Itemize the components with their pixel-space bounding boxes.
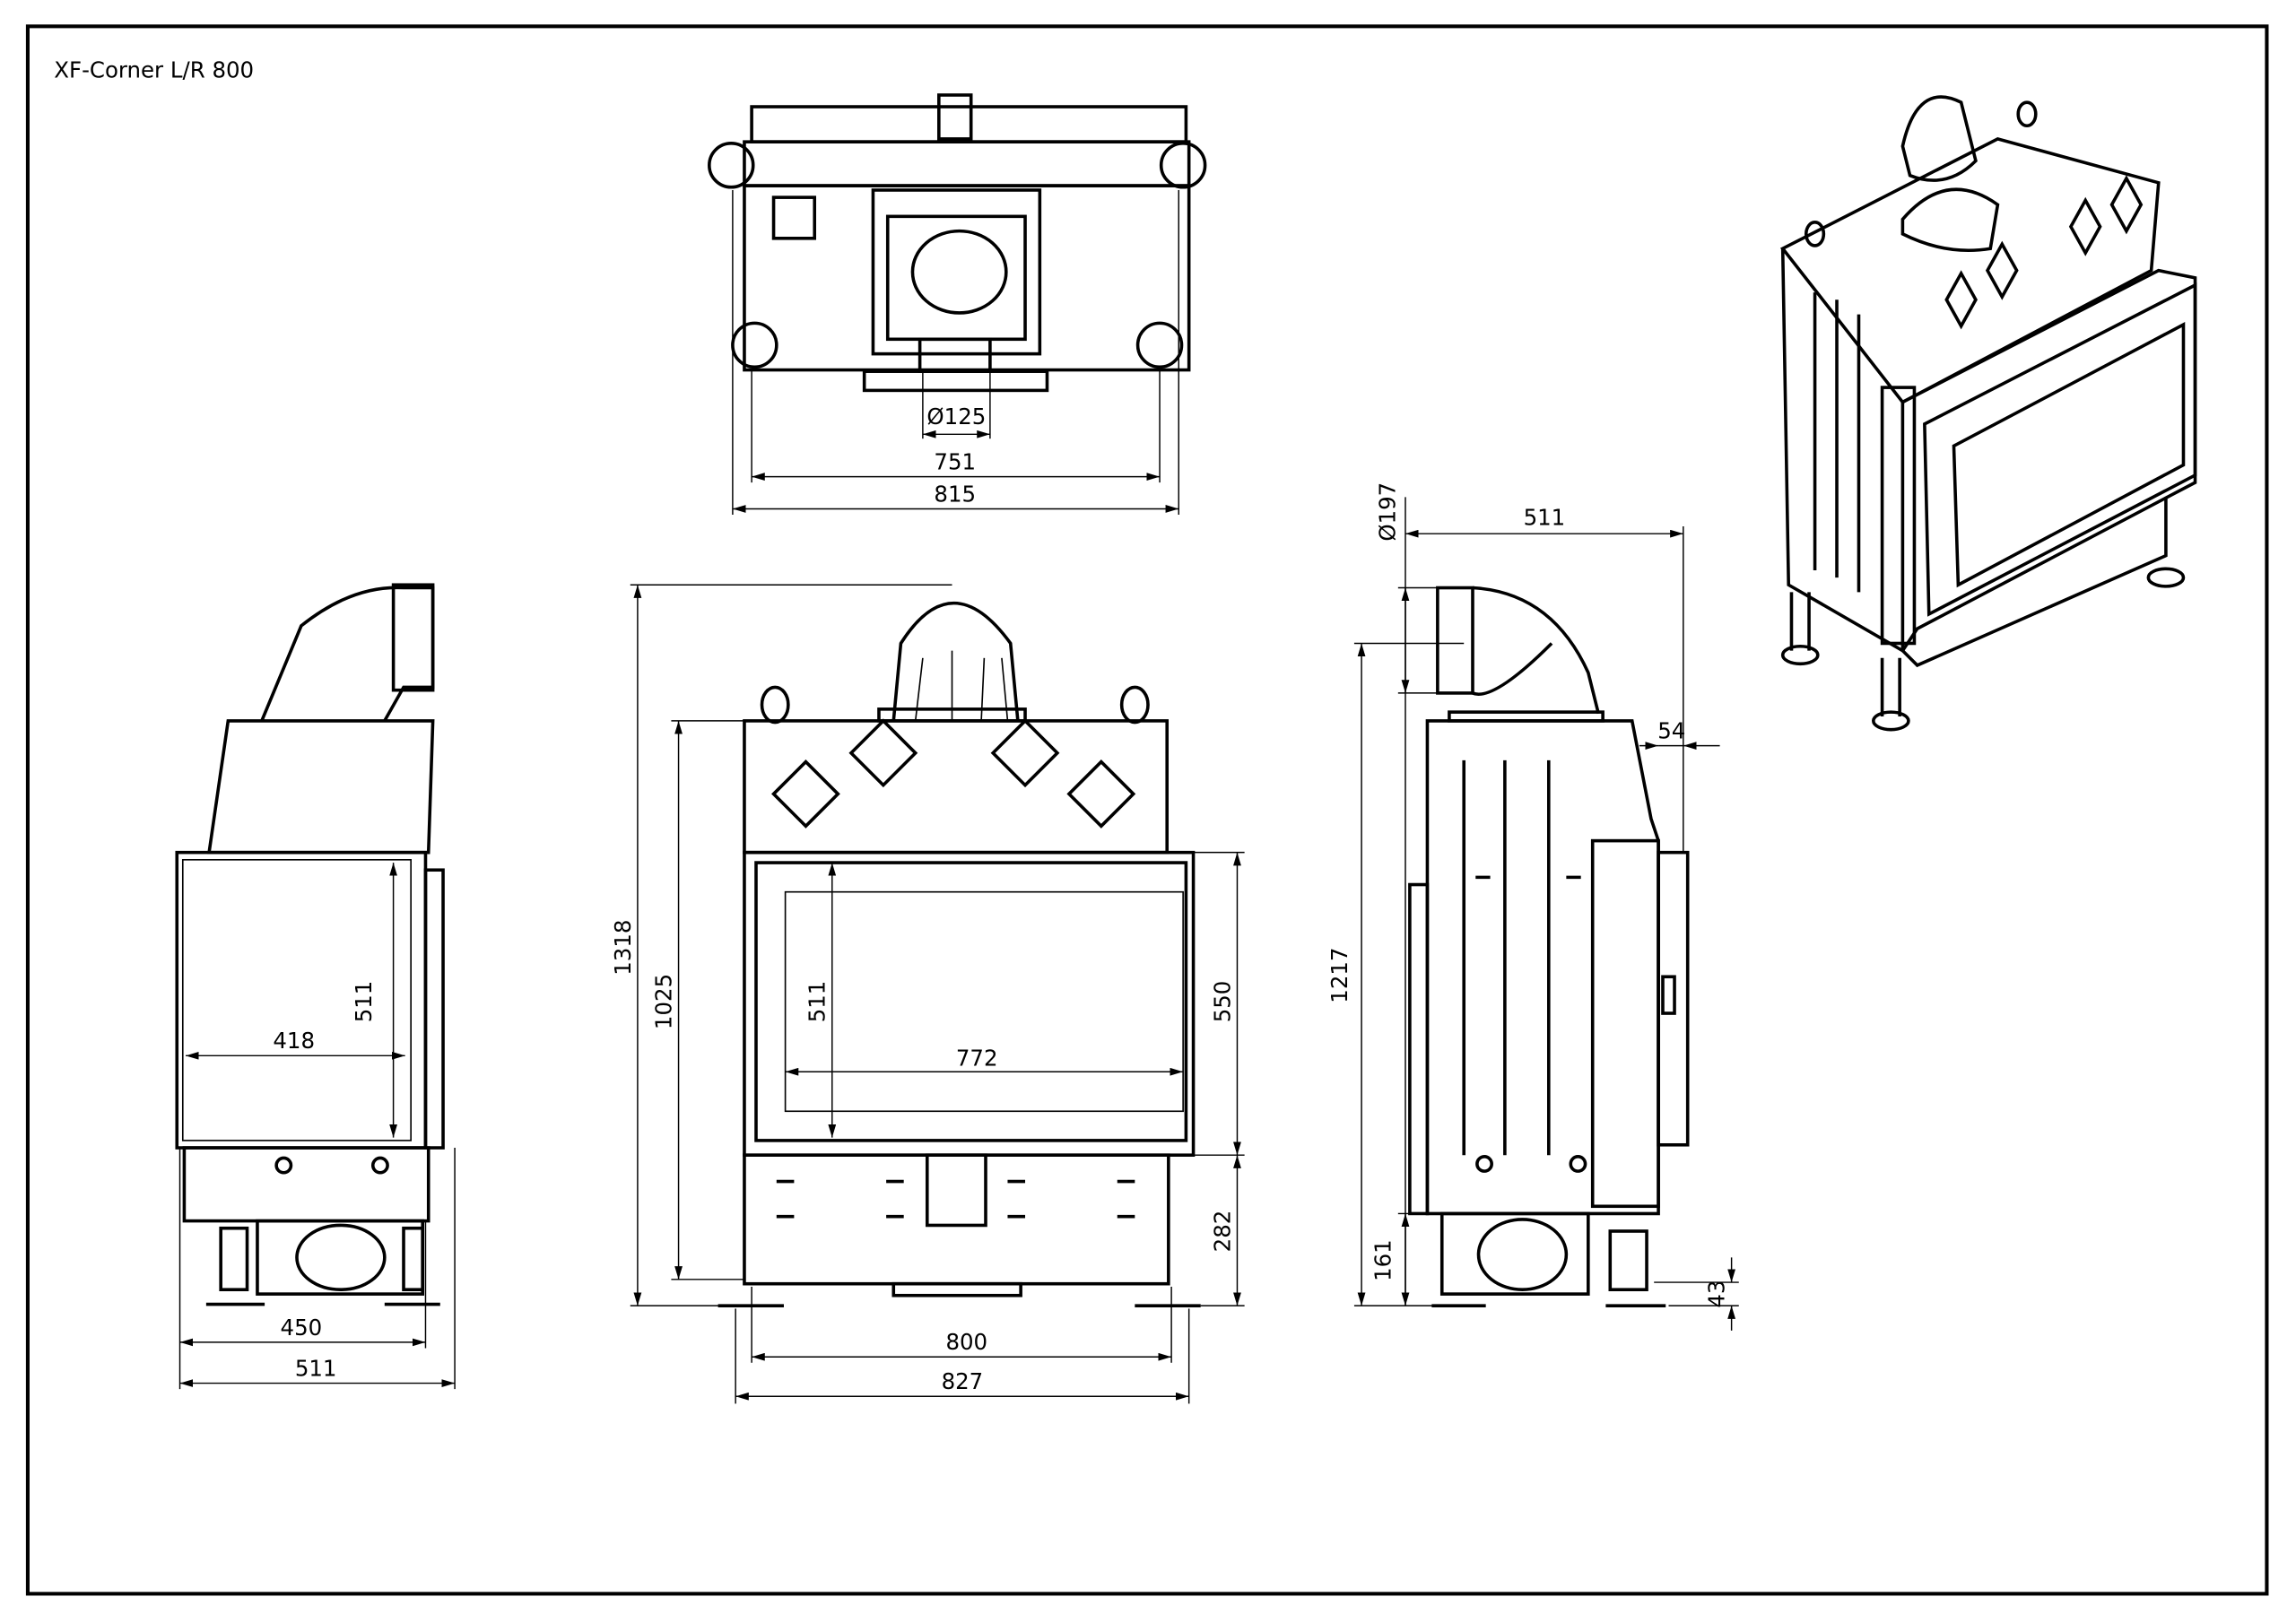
dim-left-width-bottom: 450 bbox=[281, 1315, 323, 1341]
dim-right-flue-diameter: Ø197 bbox=[1375, 482, 1401, 542]
top-view: Ø125 751 815 bbox=[708, 93, 1207, 515]
dim-top-flue-diameter: Ø125 bbox=[926, 404, 986, 430]
dim-front-body-height: 1025 bbox=[650, 974, 676, 1029]
dim-left-width-total: 511 bbox=[295, 1355, 337, 1381]
dim-right-total-height: 1217 bbox=[1326, 948, 1352, 1003]
drawing-frame bbox=[25, 24, 2269, 1596]
drawing-title: XF-Corner L/R 800 bbox=[54, 56, 254, 82]
dim-front-inner-width: 800 bbox=[945, 1329, 987, 1355]
dim-left-glass-height: 511 bbox=[351, 981, 377, 1023]
front-view: 1318 1025 511 772 550 282 800 827 bbox=[610, 584, 1245, 1404]
dim-top-inner-width: 751 bbox=[934, 448, 976, 474]
dim-front-door-height: 550 bbox=[1209, 981, 1235, 1023]
isometric-view bbox=[1779, 95, 2197, 732]
air-vent-diamonds bbox=[771, 718, 1136, 829]
dim-right-base-height: 161 bbox=[1370, 1239, 1396, 1281]
dim-front-outer-width: 827 bbox=[942, 1368, 984, 1394]
dim-front-base-height: 282 bbox=[1209, 1211, 1235, 1253]
dim-right-depth: 511 bbox=[1524, 504, 1566, 530]
dim-front-total-height: 1318 bbox=[610, 920, 636, 976]
dim-left-glass-width: 418 bbox=[273, 1028, 315, 1054]
dim-right-foot-height: 43 bbox=[1703, 1280, 1729, 1308]
left-side-view: 450 511 418 511 bbox=[175, 583, 456, 1390]
right-side-view: Ø197 511 1217 54 161 43 bbox=[1326, 482, 1739, 1331]
dim-top-outer-width: 815 bbox=[934, 481, 976, 507]
dim-front-glass-width: 772 bbox=[956, 1046, 998, 1072]
dim-right-door-offset: 54 bbox=[1657, 717, 1685, 743]
dim-front-glass-height: 511 bbox=[804, 981, 831, 1023]
